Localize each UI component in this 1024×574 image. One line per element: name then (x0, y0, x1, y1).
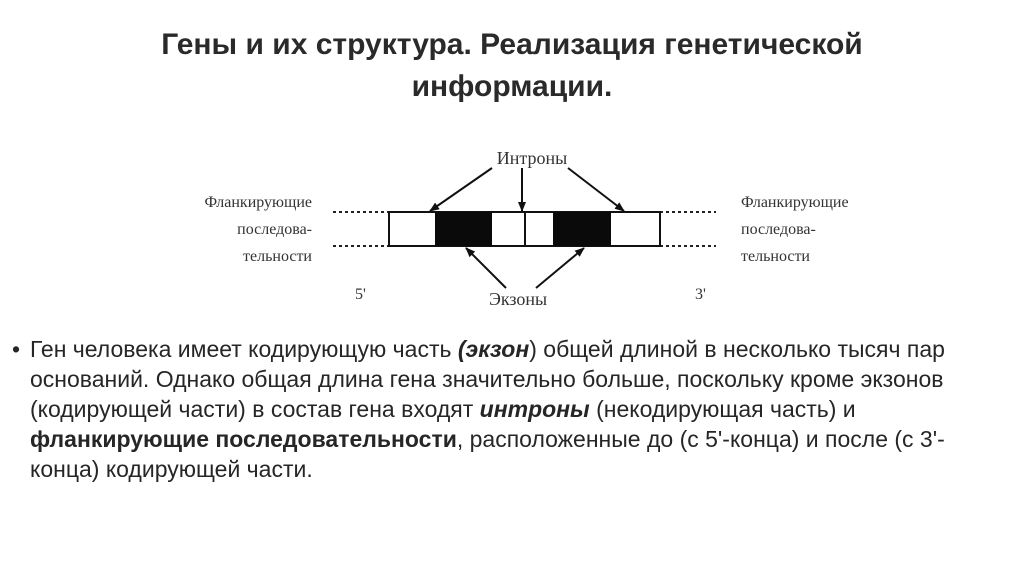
text-part-7: , расположенные до (с 5'-конца) и после … (30, 426, 945, 482)
right-flank-line-1: Фланкирующие (741, 194, 849, 211)
slide-title-line-2: информации. (411, 70, 613, 103)
bullet-marker: • (12, 336, 21, 362)
introns-label: Интроны (497, 148, 567, 168)
right-flank-label: Фланкирующие последова- тельности (741, 194, 849, 265)
left-flank-line-2: последова- (237, 221, 312, 238)
arrow-introns-left (429, 167, 493, 212)
right-flank-line-2: последова- (741, 221, 816, 238)
slide-title: Гены и их структура. Реализация генетиче… (40, 24, 984, 108)
intron-block-2 (553, 212, 611, 246)
text-flanking-term: фланкирующие последовательности (30, 426, 457, 452)
text-exon-term: (экзон (457, 336, 530, 362)
arrow-introns-right (567, 167, 625, 212)
bullet-body: Ген человека имеет кодирующую часть (экз… (30, 334, 1012, 484)
left-flank-line-1: Фланкирующие (204, 194, 312, 211)
arrow-exons-left (465, 247, 507, 289)
right-flank-line-3: тельности (741, 248, 810, 265)
three-prime-end-label: 3' (695, 286, 706, 303)
text-part-3: ) общей длиной в несколько тысяч пар осн… (30, 336, 945, 422)
text-introns-term: интроны (479, 396, 590, 422)
text-part-1: Ген человека имеет кодирующую часть (30, 336, 458, 362)
intron-block-1 (435, 212, 492, 246)
gene-structure-diagram: Интроны Экзоны Фланкирующие последова- т… (204, 148, 849, 309)
slide-title-line-1: Гены и их структура. Реализация генетиче… (161, 28, 863, 61)
five-prime-end-label: 5' (355, 286, 366, 303)
arrow-exons-right (535, 247, 585, 289)
exons-label: Экзоны (489, 289, 547, 309)
left-flank-label: Фланкирующие последова- тельности (204, 194, 312, 265)
left-flank-line-3: тельности (243, 248, 312, 265)
text-part-5: (некодирующая часть) и (589, 396, 856, 422)
bullet-paragraph: • Ген человека имеет кодирующую часть (э… (12, 334, 1012, 484)
